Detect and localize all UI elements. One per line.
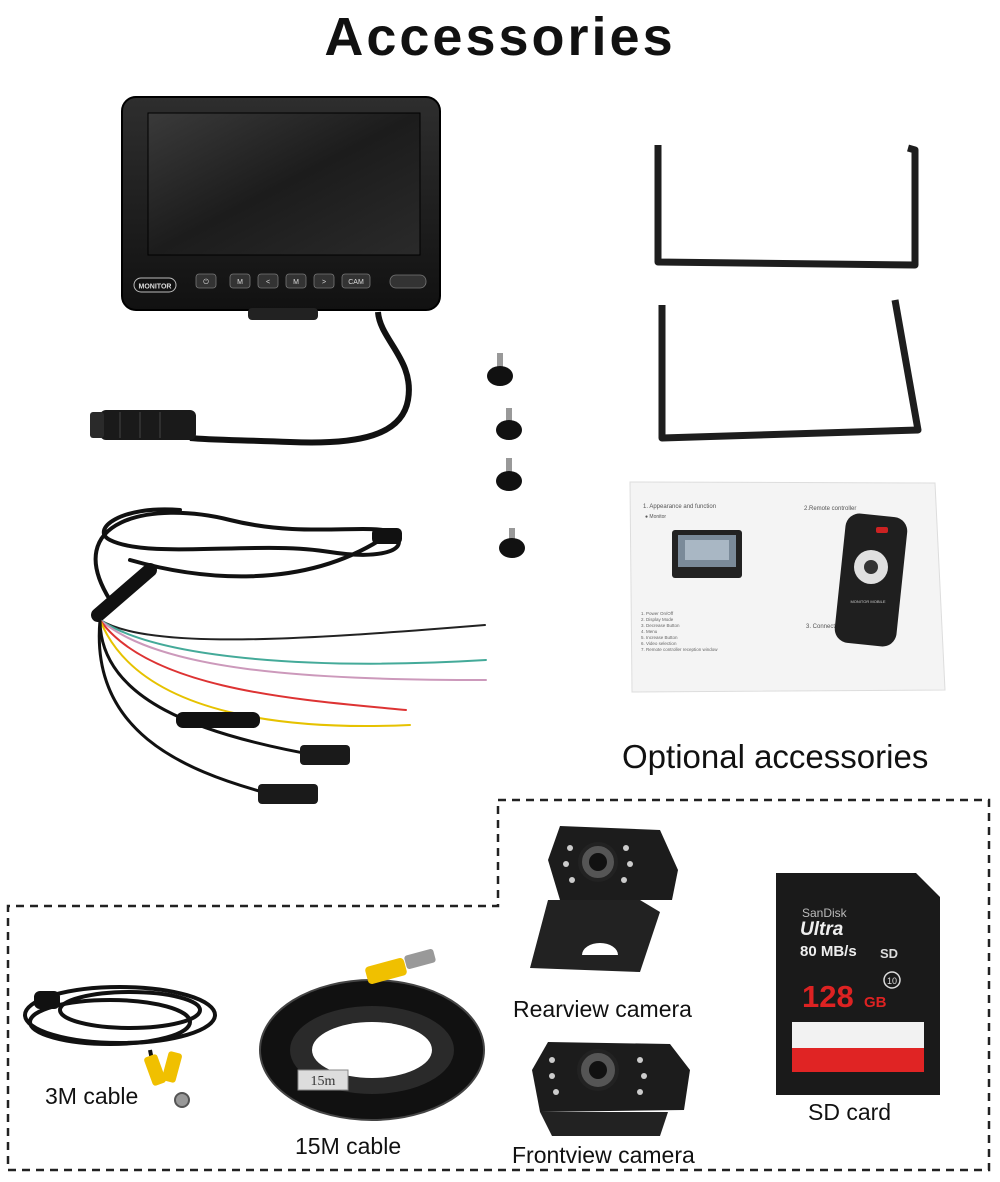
optional-boundary [6, 798, 991, 1172]
rearview-camera [530, 826, 678, 972]
remote-control: MONITOR MOBILE [834, 513, 908, 647]
menu-button-label: M [293, 279, 299, 286]
manual-list-item: 4. Menu [641, 629, 658, 634]
manual-list-item: 2. Display Mode [641, 617, 674, 622]
monitor-connector [90, 410, 196, 440]
optional-accessories-heading: Optional accessories [622, 738, 929, 775]
frontview-camera-caption: Frontview camera [512, 1142, 695, 1168]
mode-button-label: M [237, 279, 243, 286]
manual-section-1: 1. Appearance and function [643, 504, 716, 510]
sd-line: Ultra [800, 919, 844, 940]
sd-xc-icon: SD [880, 946, 898, 961]
sd-card-caption: SD card [808, 1099, 892, 1125]
manual-mini-monitor [672, 530, 742, 578]
mounting-screws [487, 353, 525, 558]
sd-class: 10 [887, 976, 897, 986]
mounting-bracket-bottom [658, 299, 922, 442]
screw [496, 408, 522, 440]
monitor-logo: MONITOR [133, 277, 177, 293]
remote-label: MONITOR MOBILE [850, 599, 885, 604]
cam-button-label: CAM [348, 279, 364, 286]
manual-list-item: 1. Power On/Off [641, 611, 674, 616]
page-title: Accessories [324, 7, 676, 67]
manual-list-item: 6. Video selection [641, 641, 677, 646]
rearview-camera-caption: Rearview camera [513, 996, 692, 1022]
manual-section-1-sub: ● Monitor [645, 514, 666, 520]
screw [487, 353, 513, 386]
manual-list-item: 7. Remote controller reception window [641, 647, 718, 652]
power-button-label: ⏻ [203, 278, 209, 286]
sd-unit: GB [864, 994, 887, 1011]
sd-brand: SanDisk [802, 906, 848, 920]
screw [496, 458, 522, 491]
cable-15m: 15m [259, 949, 485, 1121]
cable-15m-tag: 15m [311, 1074, 336, 1089]
sd-capacity: 128 [802, 979, 854, 1014]
cable-3m [23, 985, 217, 1108]
cable-3m-caption: 3M cable [45, 1083, 139, 1109]
video-connector [258, 745, 350, 804]
manual-list-item: 3. Decrease Button [641, 623, 680, 628]
mounting-bracket-top [654, 144, 919, 269]
screw [499, 528, 525, 558]
increase-button-label: > [322, 279, 326, 286]
sd-card: SanDisk Ultra 80 MB/s SD 10 128 GB [776, 873, 940, 1095]
user-manual: 1. Appearance and function ● Monitor 2.R… [629, 481, 946, 693]
wiring-harness [91, 507, 487, 804]
monitor-buttons [195, 273, 427, 289]
frontview-camera [532, 1042, 690, 1136]
cable-15m-caption: 15M cable [295, 1133, 402, 1159]
decrease-button-label: < [266, 279, 270, 286]
manual-list-item: 5. Increase Button [641, 635, 678, 640]
sd-speed: 80 MB/s [800, 943, 857, 960]
monitor: MONITOR ⏻ M < M > CAM [90, 96, 441, 446]
manual-section-2: 2.Remote controller [804, 506, 856, 512]
manual-section-3: 3. Connection [806, 624, 843, 630]
monitor-logo-text: MONITOR [139, 284, 172, 291]
